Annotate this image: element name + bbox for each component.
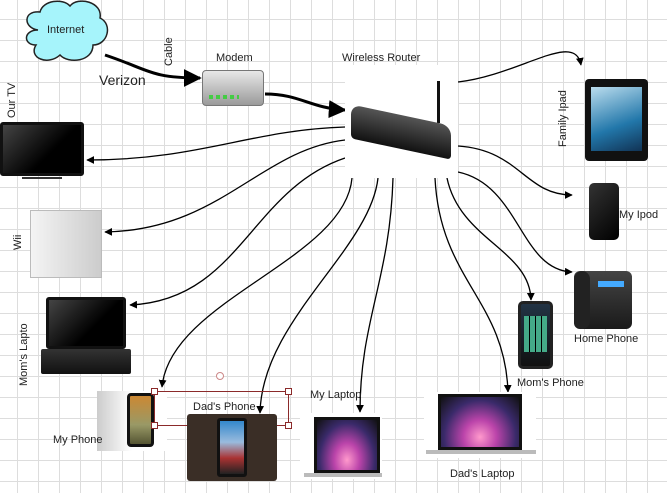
internet-cloud[interactable] bbox=[18, 0, 113, 66]
moms-laptop-label: Mom's Lapto bbox=[18, 323, 30, 386]
home-phone-label: Home Phone bbox=[574, 333, 639, 345]
phone-display bbox=[598, 281, 624, 287]
arrow-router-tv bbox=[86, 126, 346, 164]
router-body bbox=[351, 104, 451, 160]
dads-laptop-device[interactable] bbox=[424, 392, 536, 458]
tv-stand bbox=[22, 177, 62, 179]
ipod-label: My Ipod bbox=[619, 209, 659, 221]
resize-handle[interactable] bbox=[151, 388, 158, 395]
my-phone-screen bbox=[127, 393, 154, 447]
antenna bbox=[437, 81, 440, 123]
dads-phone-device[interactable] bbox=[187, 414, 277, 481]
dads-phone-screen bbox=[217, 418, 247, 477]
moms-laptop-device[interactable] bbox=[46, 297, 126, 349]
arrow-router-moms-phone bbox=[446, 177, 535, 301]
arrow-internet-modem bbox=[104, 53, 202, 87]
moms-phone-device[interactable] bbox=[518, 301, 553, 369]
my-phone-device[interactable] bbox=[97, 391, 167, 451]
internet-label: Internet bbox=[47, 24, 85, 36]
ipad-device[interactable] bbox=[585, 79, 648, 161]
resize-handle[interactable] bbox=[285, 422, 292, 429]
ipad-screen bbox=[591, 87, 642, 151]
cable-label: Cable bbox=[163, 37, 175, 66]
arrow-router-my-laptop bbox=[356, 177, 394, 413]
my-laptop-screen bbox=[314, 417, 380, 473]
wii-device[interactable] bbox=[30, 210, 102, 278]
resize-handle[interactable] bbox=[285, 388, 292, 395]
ipad-label: Family Ipad bbox=[557, 90, 569, 147]
tv-device[interactable] bbox=[0, 122, 84, 176]
resize-handle[interactable] bbox=[151, 422, 158, 429]
my-phone-label: My Phone bbox=[53, 434, 103, 446]
arrow-router-ipod bbox=[457, 145, 573, 199]
arrow-router-dads-phone bbox=[256, 177, 379, 414]
moms-phone-label: Mom's Phone bbox=[517, 377, 584, 389]
led-lights bbox=[209, 95, 239, 99]
arrow-router-wii bbox=[104, 139, 346, 236]
tv-label: Our TV bbox=[6, 82, 18, 118]
my-laptop-base bbox=[304, 473, 382, 477]
handset bbox=[574, 271, 590, 329]
my-laptop-label: My Laptop bbox=[310, 389, 362, 401]
verizon-label: Verizon bbox=[99, 72, 146, 88]
wii-label: Wii bbox=[12, 234, 24, 250]
arrow-router-home-phone bbox=[457, 171, 573, 276]
arrow-router-ipad bbox=[457, 51, 584, 83]
modem-device[interactable] bbox=[202, 70, 264, 106]
my-laptop-device[interactable] bbox=[300, 413, 382, 479]
modem-label: Modem bbox=[216, 52, 253, 64]
moms-laptop-base bbox=[41, 349, 131, 374]
wireless-router-device[interactable] bbox=[345, 65, 458, 178]
dads-laptop-base bbox=[426, 450, 536, 454]
app-icons bbox=[524, 316, 547, 352]
arrow-router-moms-laptop bbox=[129, 157, 346, 309]
dads-phone-label: Dad's Phone bbox=[193, 401, 256, 413]
rotate-handle[interactable] bbox=[216, 372, 224, 380]
arrow-router-my-phone bbox=[158, 177, 353, 388]
arrow-modem-router bbox=[264, 92, 347, 119]
arrow-router-dads-laptop bbox=[434, 177, 512, 393]
router-label: Wireless Router bbox=[342, 52, 421, 64]
dads-laptop-label: Dad's Laptop bbox=[450, 468, 515, 480]
ipod-device[interactable] bbox=[589, 183, 619, 240]
home-phone-device[interactable] bbox=[574, 271, 632, 329]
dads-laptop-screen bbox=[438, 394, 522, 450]
